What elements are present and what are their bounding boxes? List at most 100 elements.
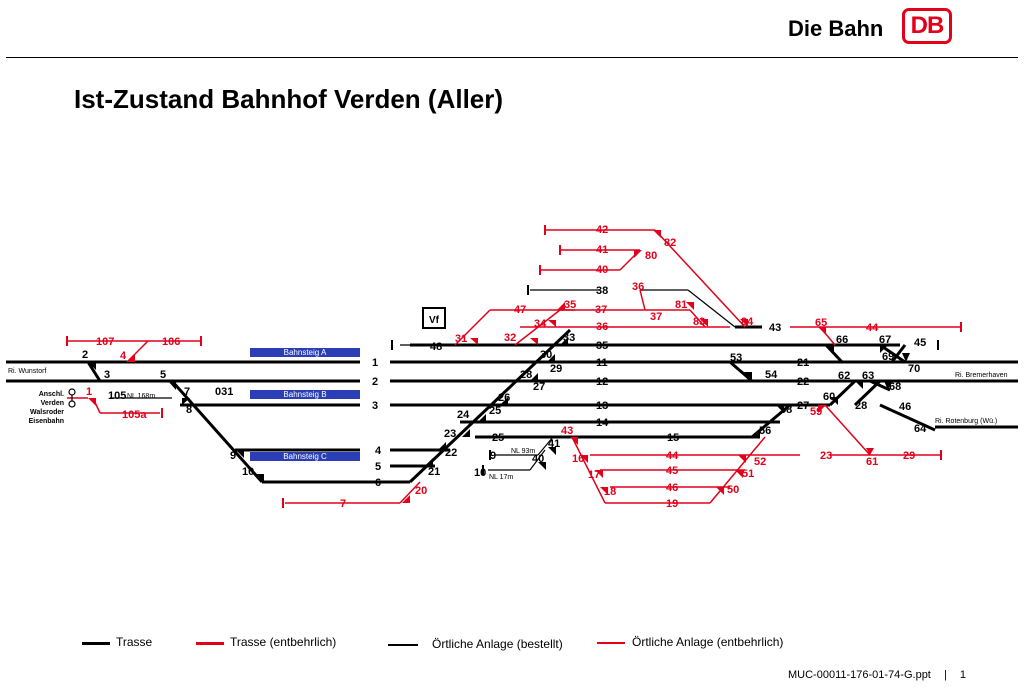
track-number-red-label: 29	[903, 450, 915, 462]
track-number-label: 2	[82, 349, 88, 361]
anschl-label: Anschl.	[39, 391, 64, 398]
vf-label: Vf	[429, 315, 440, 326]
track-number-label: 5	[375, 461, 381, 473]
track-number-red-label: 19	[666, 498, 678, 510]
track-number-label: 60	[823, 391, 835, 403]
track-number-label: 105	[108, 390, 126, 402]
track-number-red-label: 43	[561, 425, 573, 437]
track-number-label: 8	[186, 404, 192, 416]
track-number-label: 10	[474, 467, 486, 479]
legend-trasse-ent-label: Trasse (entbehrlich)	[230, 635, 337, 649]
vf-box	[422, 307, 446, 329]
anschl-label: Eisenbahn	[29, 418, 64, 425]
footer-separator: |	[943, 669, 947, 681]
platform-b-label: Bahnsteig B	[283, 390, 326, 399]
legend-trasse-swatch	[82, 642, 110, 645]
direction-bremerhaven: Ri. Bremerhaven	[955, 372, 1008, 379]
track-number-label: 12	[596, 376, 608, 388]
track-number-label: 58	[780, 404, 792, 416]
track-number-label: 5	[160, 369, 166, 381]
legend-oertlich-swatch	[388, 644, 418, 646]
track-number-label: 4	[375, 445, 382, 457]
track-number-red-label: 44	[866, 322, 879, 334]
track-number-red-label: 51	[742, 468, 754, 480]
track-number-label: 35	[596, 340, 608, 352]
track-number-label: 22	[797, 376, 809, 388]
track-number-red-label: 7	[340, 498, 346, 510]
legend-trasse-ent-swatch	[196, 642, 224, 645]
track-number-label: 43	[769, 322, 781, 334]
track-number-label: 22	[445, 447, 457, 459]
track-number-label: 9	[230, 450, 236, 462]
platform-a-label: Bahnsteig A	[284, 348, 327, 357]
brand-name: Die Bahn	[788, 16, 884, 41]
track-number-label: 41	[548, 438, 560, 450]
track-number-label: 24	[457, 409, 470, 421]
track-number-label: 68	[889, 381, 901, 393]
track-number-label: 70	[908, 363, 920, 375]
track-number-red-label: 18	[604, 486, 616, 498]
legend-oertlich-ent-swatch	[597, 642, 625, 644]
track-number-red-label: 20	[415, 485, 427, 497]
track-number-red-label: 84	[741, 316, 754, 328]
track-number-label: 6	[375, 477, 381, 489]
track-number-red-label: 61	[866, 456, 878, 468]
direction-wunstorf: Ri. Wunstorf	[8, 368, 46, 375]
track-number-label: 15	[667, 432, 679, 444]
track-number-label: 56	[759, 425, 771, 437]
legend-oertlich-label: Örtliche Anlage (bestellt)	[432, 637, 563, 651]
track-number-label: 1	[372, 357, 378, 369]
track-number-label: 28	[855, 400, 867, 412]
legend-trasse-label: Trasse	[116, 635, 153, 649]
track-number-label: 9	[490, 450, 496, 462]
track-number-label: 27	[533, 381, 545, 393]
track-number-red-label: 82	[664, 237, 676, 249]
track-number-red-label: 23	[820, 450, 832, 462]
track-number-label: 45	[914, 337, 926, 349]
legend-oertlich-ent-label: Örtliche Anlage (entbehrlich)	[632, 635, 784, 649]
track-number-red-label: 40	[596, 264, 608, 276]
track-number-red-label: 83	[693, 316, 705, 328]
track-number-label: 10	[242, 466, 254, 478]
track-number-label: 25	[489, 405, 501, 417]
track-number-label: 48	[430, 341, 442, 353]
track-number-red-label: 4	[120, 350, 127, 362]
track-number-label: 53	[730, 352, 742, 364]
track-number-red-label: 47	[514, 304, 526, 316]
anschl-label: Walsroder	[30, 409, 64, 416]
platform-c	[250, 452, 360, 461]
footer-page-number: 1	[959, 669, 966, 681]
track-number-red-label: 80	[645, 250, 657, 262]
track-number-red-label: 42	[596, 224, 608, 236]
track-number-label: 46	[899, 401, 911, 413]
track-number-label: 27	[797, 400, 809, 412]
track-number-label: 3	[372, 400, 378, 412]
track-number-red-label: 37	[595, 304, 607, 316]
platform-b	[250, 390, 360, 399]
track-number-label: 25	[492, 432, 504, 444]
track-number-label: 11	[596, 357, 608, 369]
track-number-red-label: 52	[754, 456, 766, 468]
track-number-label: 38	[596, 285, 608, 297]
track-number-red-label: 34	[534, 318, 547, 330]
track-number-red-label: 45	[666, 465, 678, 477]
track-number-red-label: 36	[596, 321, 608, 333]
track-number-red-label: 107	[96, 336, 114, 348]
track-number-label: 031	[215, 386, 233, 398]
track-number-red-label: 31	[455, 333, 467, 345]
track-number-label: 30	[540, 349, 552, 361]
direction-rotenburg: Ri. Rotenburg (Wü.)	[935, 418, 997, 425]
track-number-red-label: 17	[588, 469, 600, 481]
track-number-label: 29	[550, 363, 562, 375]
note-nl168: NL 168m	[127, 393, 155, 400]
track-number-label: 14	[596, 417, 609, 429]
track-number-red-label: 65	[815, 317, 827, 329]
anschl-label: Verden	[41, 400, 64, 407]
footer-doc-id: MUC-00011-176-01-74-G.ppt	[788, 669, 931, 681]
track-number-label: 63	[862, 370, 874, 382]
track-number-label: 2	[372, 376, 378, 388]
track-number-red-label: 32	[504, 332, 516, 344]
track-number-label: 23	[444, 428, 456, 440]
platform-a	[250, 348, 360, 357]
